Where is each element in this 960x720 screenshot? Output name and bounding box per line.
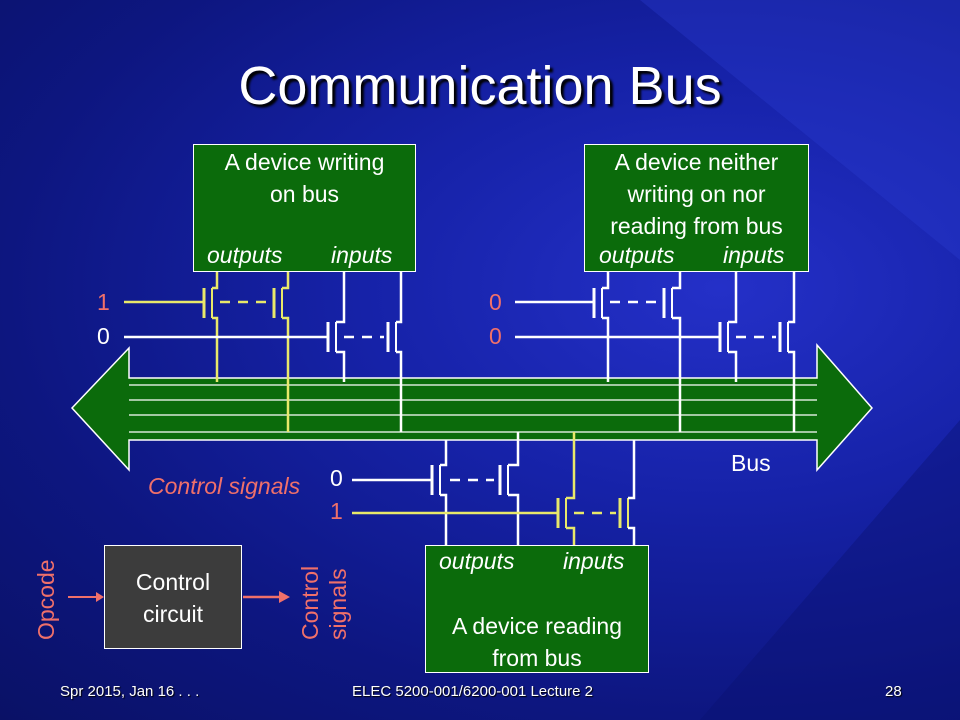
idle-inputs-label: inputs <box>723 242 785 268</box>
writer-outputs-label: outputs <box>207 242 283 268</box>
slide-title: Communication Bus <box>238 56 722 116</box>
reader-inputs-label: inputs <box>563 548 625 574</box>
control-bottom-value: 1 <box>330 498 343 524</box>
control-signals-output-line2: signals <box>325 568 351 640</box>
idle-bottom-signal <box>515 272 796 432</box>
idle-top-value: 0 <box>489 289 502 315</box>
idle-device-box: A device neither writing on nor reading … <box>584 144 809 272</box>
bus-arrow <box>70 343 873 472</box>
idle-outputs-label: outputs <box>599 242 675 268</box>
reader-device-line2: from bus <box>492 645 582 671</box>
reader-outputs-label: outputs <box>439 548 515 574</box>
writer-device-line2: on bus <box>269 181 340 207</box>
writer-inputs-label: inputs <box>331 242 393 268</box>
writer-top-value: 1 <box>97 289 110 315</box>
idle-top-signal <box>515 272 682 432</box>
writer-top-signal <box>124 272 290 432</box>
control-circuit-line1: Control <box>135 569 211 595</box>
reader-control-0-signal <box>352 432 520 545</box>
control-signals-arrow <box>243 591 290 603</box>
idle-device-line3: reading from bus <box>610 213 783 239</box>
footer-date: Spr 2015, Jan 16 . . . <box>60 683 200 700</box>
writer-device-box: A device writing on bus <box>193 144 416 272</box>
reader-device-box: A device reading from bus <box>425 545 649 673</box>
reader-control-1-signal <box>352 432 636 545</box>
idle-device-line1: A device neither <box>614 149 779 175</box>
control-circuit-line2: circuit <box>142 601 204 627</box>
bus-lines <box>129 384 817 433</box>
footer-course: ELEC 5200-001/6200-001 Lecture 2 <box>352 683 594 700</box>
control-signals-output-line1: Control <box>297 565 323 640</box>
bus-label: Bus <box>731 450 771 476</box>
writer-device-line1: A device writing <box>224 149 385 175</box>
writer-bottom-signal <box>124 272 403 432</box>
opcode-label: Opcode <box>33 559 59 640</box>
control-top-value: 0 <box>330 465 343 491</box>
control-signals-label: Control signals <box>148 473 301 499</box>
control-signals-output-label: Control signals <box>296 566 352 640</box>
opcode-arrow <box>68 592 104 602</box>
footer-page-number: 28 <box>885 683 902 700</box>
writer-bottom-value: 0 <box>97 323 110 349</box>
control-circuit-box: Control circuit <box>104 545 242 649</box>
idle-device-line2: writing on nor <box>627 181 766 207</box>
idle-bottom-value: 0 <box>489 323 502 349</box>
reader-device-line1: A device reading <box>451 613 623 639</box>
